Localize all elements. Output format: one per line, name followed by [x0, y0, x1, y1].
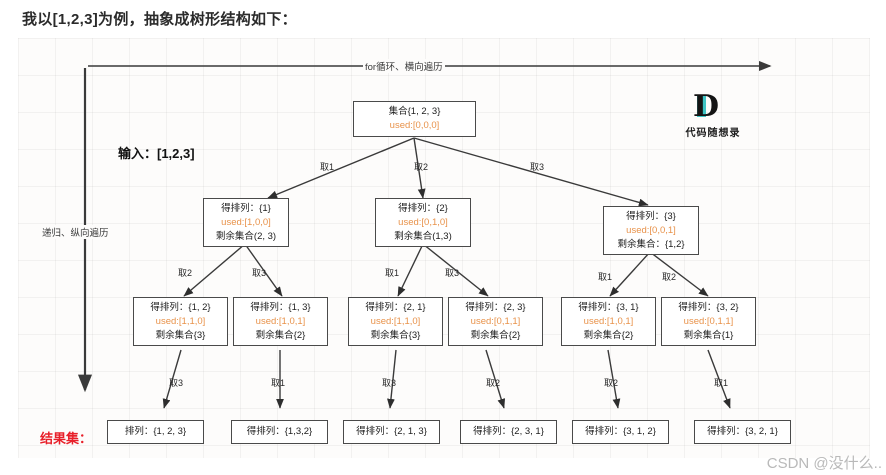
logo-d-glyph: D — [693, 89, 720, 124]
tree-node-l2-1: 得排列：{1, 3} used:[1,0,1] 剩余集合{2} — [233, 297, 328, 347]
node-used: used:[0,1,1] — [683, 315, 734, 327]
tree-node-l1-0: 得排列：{1} used:[1,0,0] 剩余集合(2, 3) — [203, 198, 289, 248]
brand-logo: D 代码随想录 — [658, 92, 768, 141]
node-line1: 得排列：{3, 2} — [678, 302, 739, 313]
node-text: 得排列：{2, 3, 1} — [473, 426, 544, 437]
node-line1: 得排列：{3} — [626, 211, 676, 222]
node-line3: 剩余集合{3} — [155, 329, 206, 341]
tree-node-l1-2: 得排列：{3} used:[0,0,1] 剩余集合：{1,2} — [603, 206, 699, 256]
node-line1: 得排列：{2, 1} — [365, 302, 426, 313]
node-line1: 得排列：{2, 3} — [465, 302, 526, 313]
tree-node-l2-4: 得排列：{3, 1} used:[1,0,1] 剩余集合{2} — [561, 297, 656, 347]
input-label: 输入：[1,2,3] — [118, 146, 195, 161]
node-line3: 剩余集合{2} — [255, 329, 306, 341]
edge-label-l3-5: 取1 — [714, 378, 729, 388]
tree-node-l2-0: 得排列：{1, 2} used:[1,1,0] 剩余集合{3} — [133, 297, 228, 347]
node-line1: 得排列：{1} — [221, 203, 271, 214]
node-text: 得排列：{3, 2, 1} — [707, 426, 778, 437]
node-text: 排列：{1, 2, 3} — [124, 426, 187, 437]
edge-label-l2-0: 取2 — [178, 268, 193, 278]
tree-node-l2-5: 得排列：{3, 2} used:[0,1,1] 剩余集合{1} — [661, 297, 756, 347]
tree-node-l2-3: 得排列：{2, 3} used:[0,1,1] 剩余集合{2} — [448, 297, 543, 347]
node-line1: 得排列：{1, 3} — [250, 302, 311, 313]
vertical-axis-label: 递归、纵向遍历 — [40, 225, 111, 239]
node-text: 得排列：{2, 1, 3} — [356, 426, 427, 437]
node-used: used:[1,0,1] — [255, 315, 306, 327]
node-line3: 剩余集合{1} — [683, 329, 734, 341]
node-used: used:[0,0,1] — [626, 224, 676, 236]
edge-label-l2-5: 取2 — [662, 272, 677, 282]
logo-name: 代码随想录 — [685, 128, 741, 139]
node-line1: 集合{1, 2, 3} — [388, 106, 441, 117]
node-line3: 剩余集合(2, 3) — [215, 230, 277, 242]
node-line1: 得排列：{1, 2} — [150, 302, 211, 313]
edge-label-l2-4: 取1 — [598, 272, 613, 282]
edge-label-l1-2: 取3 — [530, 162, 545, 172]
node-line3: 剩余集合：{1,2} — [617, 238, 685, 250]
edge-label-l3-4: 取2 — [604, 378, 619, 388]
node-used: used:[1,1,0] — [155, 315, 206, 327]
edge-label-l3-1: 取1 — [271, 378, 286, 388]
node-used: used:[1,0,0] — [221, 216, 271, 228]
diagram-canvas: for循环、横向遍历 递归、纵向遍历 输入：[1,2,3] 结果集： D 代码随… — [18, 38, 870, 458]
edge-label-l3-0: 取3 — [169, 378, 184, 388]
node-line1: 得排列：{3, 1} — [578, 302, 639, 313]
csdn-watermark: CSDN @没什么.. — [766, 455, 882, 472]
intro-text: 我以[1,2,3]为例，抽象成树形结构如下： — [22, 11, 297, 28]
node-used: used:[1,0,1] — [583, 315, 634, 327]
tree-node-result-2: 得排列：{2, 1, 3} — [343, 420, 440, 444]
result-set-label: 结果集： — [40, 431, 93, 446]
node-used: used:[0,0,0] — [389, 119, 440, 131]
tree-node-result-4: 得排列：{3, 1, 2} — [572, 420, 669, 444]
edge-label-l2-2: 取1 — [385, 268, 400, 278]
node-used: used:[1,1,0] — [370, 315, 421, 327]
tree-node-root: 集合{1, 2, 3} used:[0,0,0] — [353, 101, 476, 137]
node-line3: 剩余集合{3} — [370, 329, 421, 341]
tree-node-result-1: 得排列：{1,3,2} — [231, 420, 328, 444]
edge-label-l1-1: 取2 — [414, 162, 429, 172]
logo-d-icon: D — [693, 92, 733, 122]
node-line3: 剩余集合{2} — [583, 329, 634, 341]
horizontal-axis-label: for循环、横向遍历 — [363, 59, 445, 73]
logo-accent-bar — [697, 96, 706, 117]
edge-label-l3-2: 取3 — [382, 378, 397, 388]
node-line3: 剩余集合(1,3) — [394, 230, 452, 242]
tree-node-result-5: 得排列：{3, 2, 1} — [694, 420, 791, 444]
tree-node-result-0: 排列：{1, 2, 3} — [107, 420, 204, 444]
tree-node-l2-2: 得排列：{2, 1} used:[1,1,0] 剩余集合{3} — [348, 297, 443, 347]
node-used: used:[0,1,0] — [398, 216, 448, 228]
edge-label-l1-0: 取1 — [320, 162, 335, 172]
node-line1: 得排列：{2} — [398, 203, 448, 214]
edge-label-l2-1: 取3 — [252, 268, 267, 278]
node-used: used:[0,1,1] — [470, 315, 521, 327]
tree-node-l1-1: 得排列：{2} used:[0,1,0] 剩余集合(1,3) — [375, 198, 471, 248]
edge-label-l2-3: 取3 — [445, 268, 460, 278]
tree-node-result-3: 得排列：{2, 3, 1} — [460, 420, 557, 444]
edge-label-l3-3: 取2 — [486, 378, 501, 388]
node-text: 得排列：{1,3,2} — [246, 426, 313, 437]
diagram-edges — [77, 60, 772, 409]
node-line3: 剩余集合{2} — [470, 329, 521, 341]
node-text: 得排列：{3, 1, 2} — [585, 426, 656, 437]
